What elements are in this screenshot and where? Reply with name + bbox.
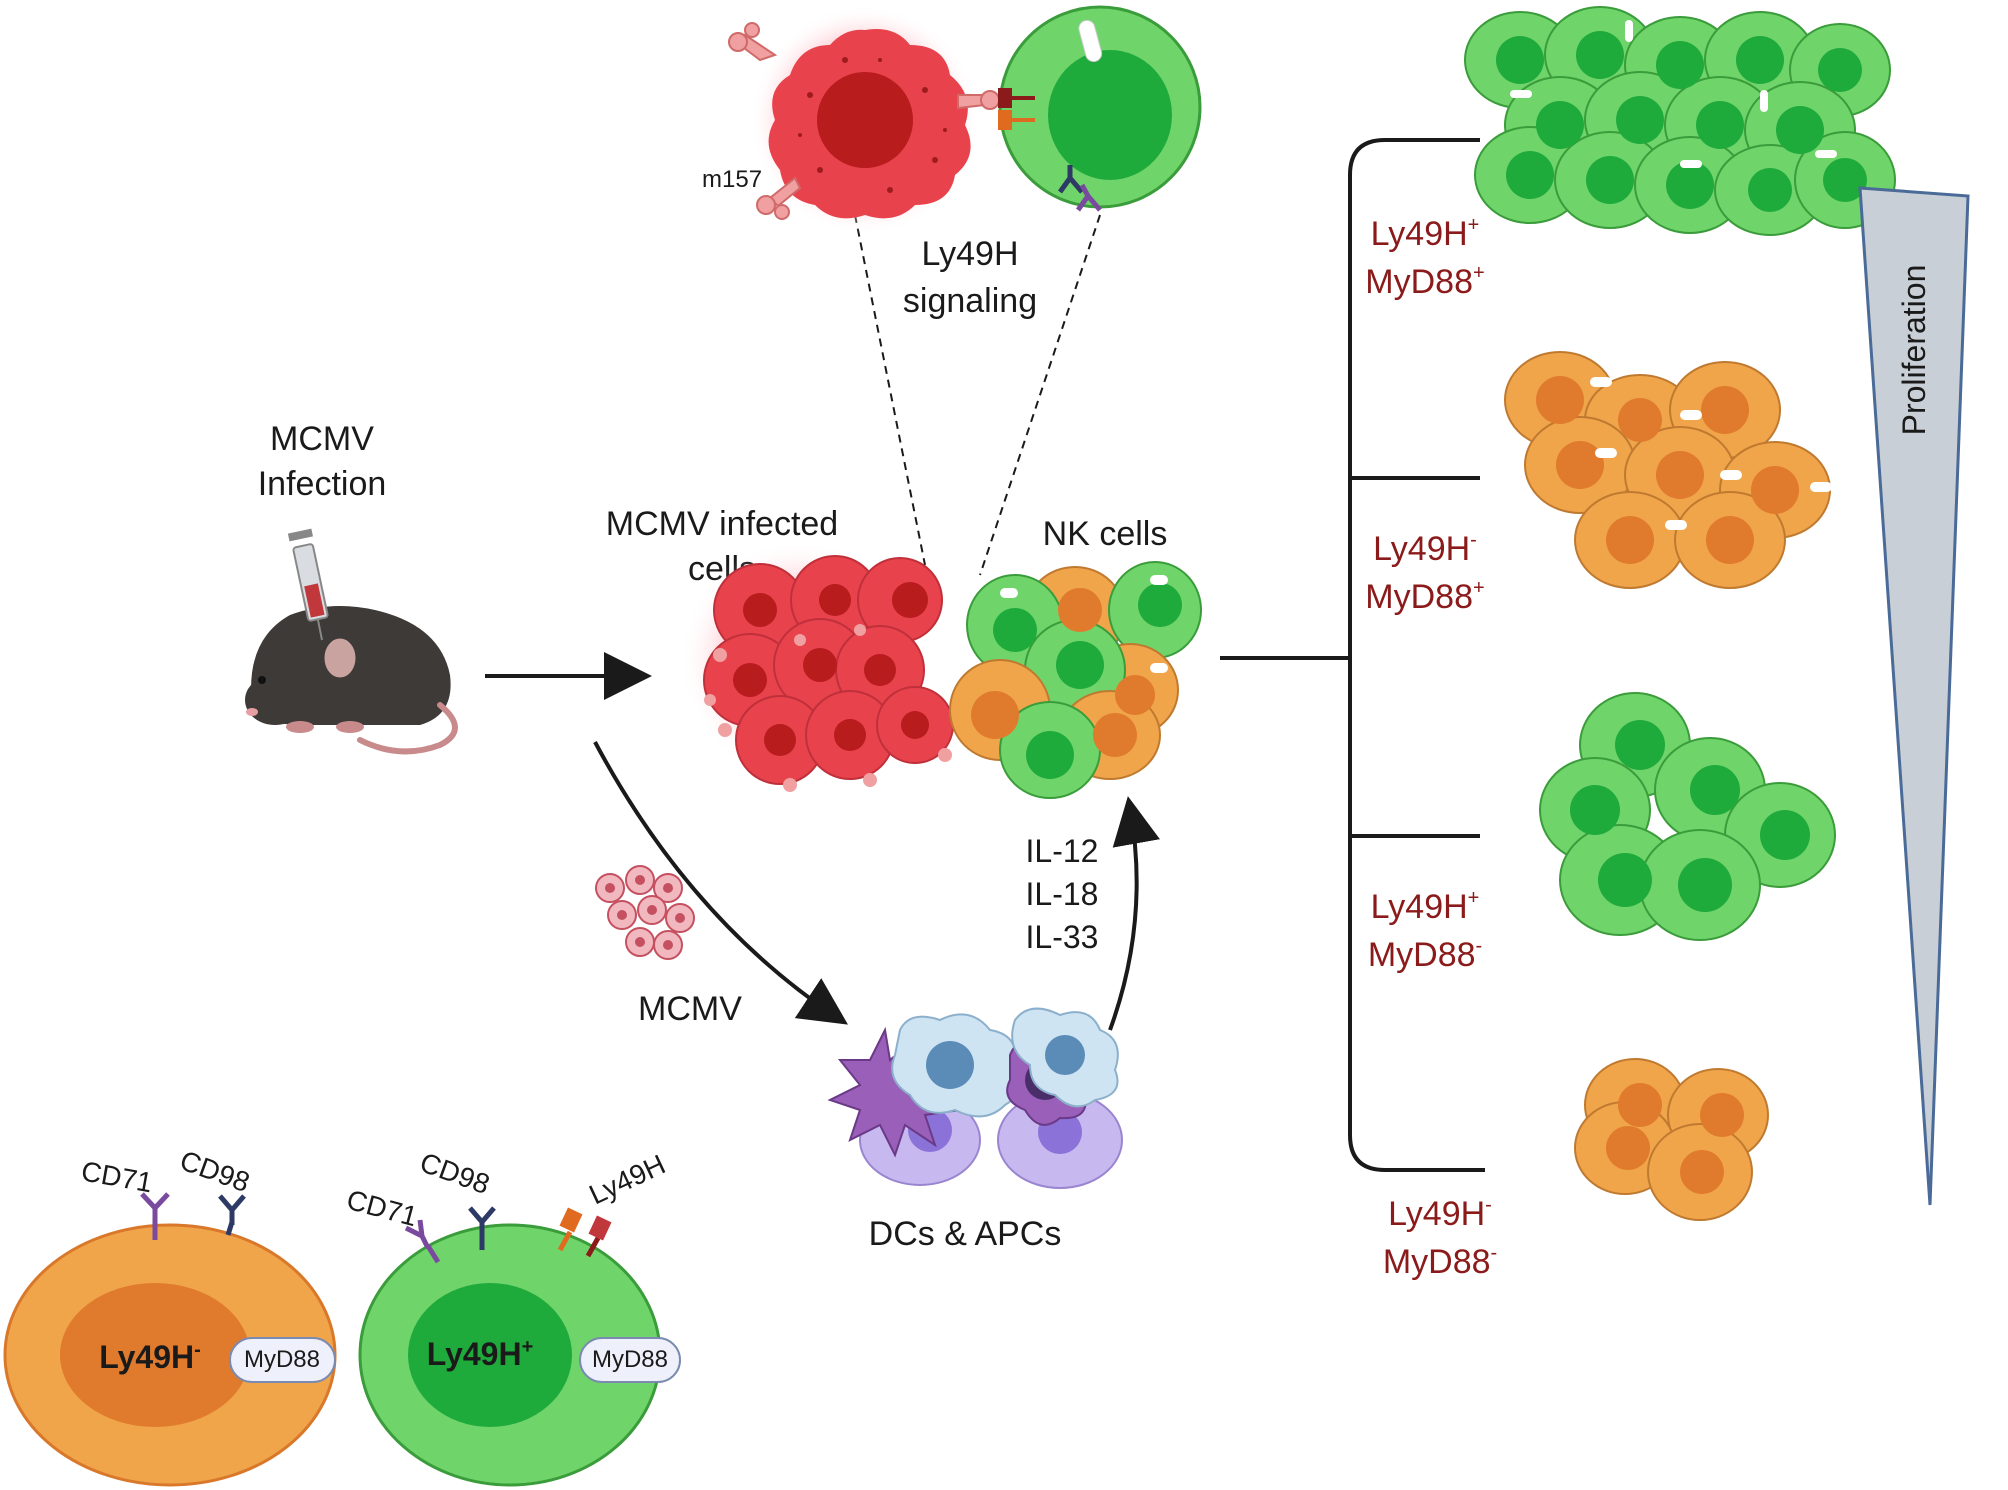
infected-cells-label-1: MCMV infected xyxy=(606,505,838,543)
il18-label: IL-18 xyxy=(1026,876,1099,912)
cluster-ly49h-pos-myd88-pos xyxy=(1464,6,1896,236)
svg-text:MyD88+: MyD88+ xyxy=(1365,262,1484,301)
cluster-ly49h-neg-myd88-pos xyxy=(1504,351,1832,589)
proliferation-wedge xyxy=(1858,186,1970,1206)
legend-pos-cd71-label: CD71 xyxy=(343,1184,420,1232)
mcmv-infection-label-1: MCMV xyxy=(270,420,374,458)
cluster-ly49h-pos-myd88-neg xyxy=(1539,692,1836,941)
infected-cell-cluster xyxy=(680,540,954,792)
legend-cell-ly49h-pos xyxy=(358,1206,681,1487)
mcmv-virus-core xyxy=(605,875,685,950)
il33-label: IL-33 xyxy=(1026,919,1099,955)
svg-text:Ly49H+: Ly49H+ xyxy=(1371,214,1480,253)
zoom-line-right xyxy=(979,214,1101,576)
group-label-2: Ly49H- MyD88+ xyxy=(1365,529,1484,616)
cd-receptor-icon xyxy=(1057,165,1102,212)
legend-neg-cd71-label: CD71 xyxy=(79,1155,155,1198)
m157-label: m157 xyxy=(702,166,762,193)
ly49h-signaling-label-1: Ly49H xyxy=(921,235,1018,273)
svg-text:MyD88-: MyD88- xyxy=(1368,935,1482,974)
group-label-3: Ly49H+ MyD88- xyxy=(1368,887,1482,974)
legend-cell-ly49h-neg xyxy=(3,1192,337,1487)
ly49h-signaling-label-2: signaling xyxy=(903,282,1037,320)
nk-cell-cluster xyxy=(949,561,1202,799)
syringe-icon xyxy=(287,528,329,641)
group-label-4: Ly49H- MyD88- xyxy=(1383,1194,1497,1281)
mcmv-infection-label-2: Infection xyxy=(258,465,387,503)
legend-pos-cd98-label: CD98 xyxy=(416,1147,494,1201)
cytokine-arrow xyxy=(1108,796,1160,1031)
cluster-ly49h-neg-myd88-neg xyxy=(1574,1058,1769,1221)
mouse-illustration xyxy=(245,606,458,755)
legend-pos-myd88-label: MyD88 xyxy=(592,1346,668,1373)
svg-text:Ly49H-: Ly49H- xyxy=(1373,529,1477,568)
proliferation-label: Proliferation xyxy=(1896,265,1932,436)
nk-cell-zoom xyxy=(998,5,1202,209)
dc-apc-cluster xyxy=(827,1007,1123,1189)
legend-pos-nucleus-label: Ly49H+ xyxy=(427,1336,534,1372)
ly49h-receptor-icon xyxy=(998,88,1035,130)
mcmv-virus-label: MCMV xyxy=(638,990,742,1028)
infected-cell-zoom xyxy=(750,5,980,235)
svg-text:MyD88-: MyD88- xyxy=(1383,1242,1497,1281)
legend-pos-ly49h-label: Ly49H xyxy=(584,1149,670,1211)
legend-neg-nucleus-label: Ly49H- xyxy=(99,1339,201,1375)
group-label-1: Ly49H+ MyD88+ xyxy=(1365,214,1484,301)
legend-neg-cd98-label: CD98 xyxy=(176,1145,254,1199)
legend-neg-myd88-label: MyD88 xyxy=(244,1346,320,1373)
svg-text:MyD88+: MyD88+ xyxy=(1365,577,1484,616)
dcs-apcs-label: DCs & APCs xyxy=(869,1215,1062,1253)
virus-to-dc-arrow xyxy=(593,741,849,1025)
il12-label: IL-12 xyxy=(1026,833,1099,869)
outcome-bracket xyxy=(1220,138,1485,1172)
m157-protein-icon xyxy=(728,22,1000,220)
mcmv-virus-icon xyxy=(595,865,695,960)
zoom-line-left xyxy=(854,214,926,566)
nk-cells-label: NK cells xyxy=(1043,515,1168,553)
svg-text:Ly49H+: Ly49H+ xyxy=(1371,887,1480,926)
svg-text:Ly49H-: Ly49H- xyxy=(1388,1194,1492,1233)
